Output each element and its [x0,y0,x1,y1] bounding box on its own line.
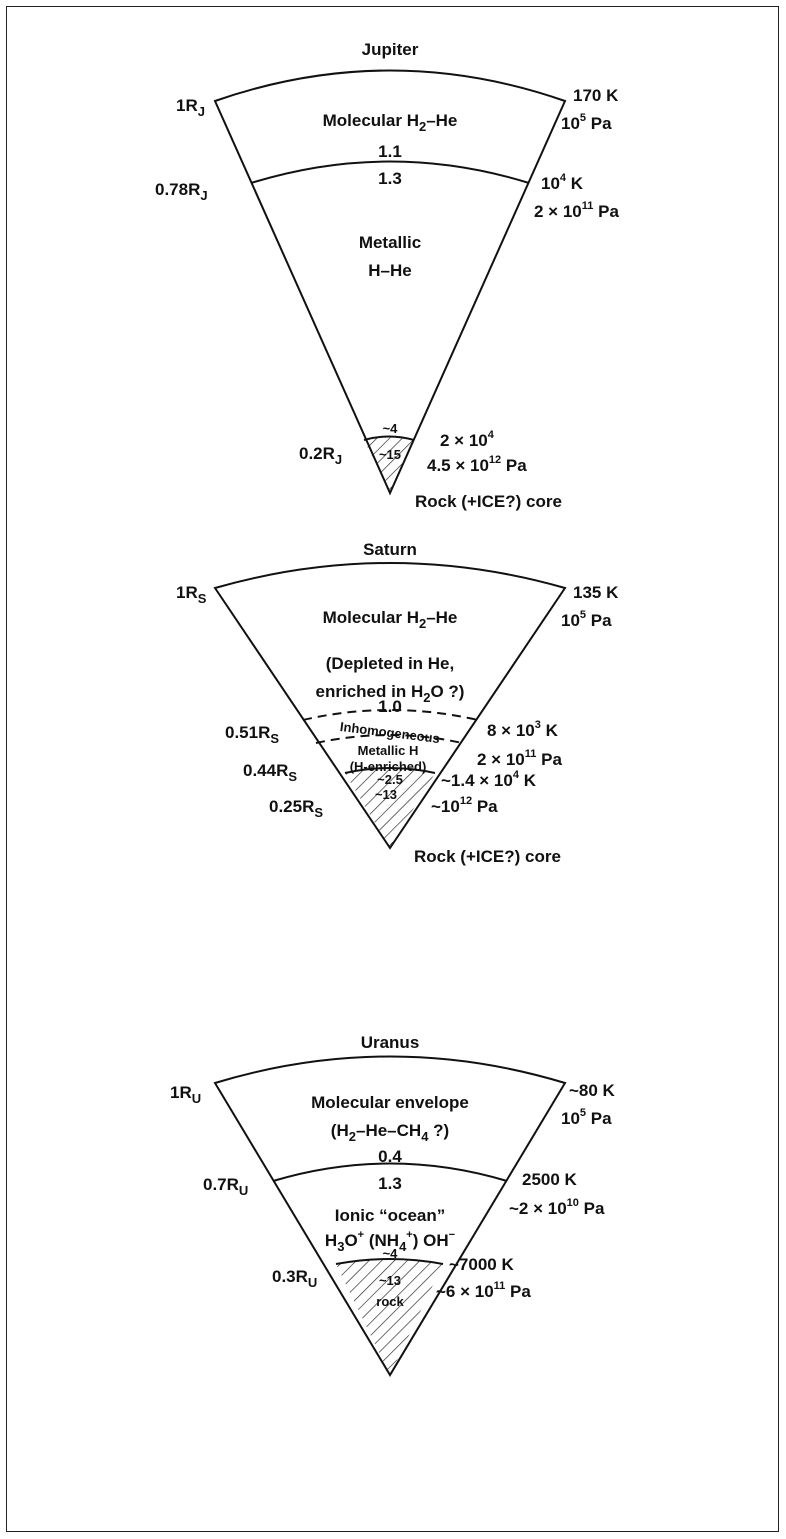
saturn-layer1-name: Molecular H2–He [323,608,458,631]
jupiter-boundary-pressure: 2 × 1011 Pa [534,200,619,221]
uranus-surface-pressure: 105 Pa [561,1107,612,1128]
saturn-density: 1.0 [378,697,402,716]
jupiter-radius-core: 0.2RJ [299,444,342,467]
jupiter-core-density-inner: ~15 [379,447,401,462]
saturn-core-label: Rock (+ICE?) core [414,847,561,866]
uranus-layer1-composition: (H2–He–CH4 ?) [331,1121,449,1144]
uranus-boundary-line [272,1162,508,1182]
jupiter-panel: Jupiter 1RJ 0.78RJ 0.2RJ 170 K 105 Pa 10… [155,40,619,511]
jupiter-layer2-name2: H–He [368,261,411,280]
jupiter-core-temp: 2 × 104 [440,429,495,450]
jupiter-layer1-name: Molecular H2–He [323,111,458,134]
jupiter-core-density-outer: ~4 [383,421,399,436]
uranus-wedge [213,1055,567,1377]
uranus-layer1-name: Molecular envelope [311,1093,469,1112]
figure-frame [6,6,779,1532]
saturn-core-density-outer: ~2.5 [377,772,403,787]
uranus-title: Uranus [361,1033,420,1052]
saturn-core-temp: ~1.4 × 104 K [441,769,537,790]
uranus-core-density-inner: ~13 [379,1273,401,1288]
saturn-title: Saturn [363,540,417,559]
uranus-core-pressure: ~6 × 1011 Pa [436,1280,531,1301]
saturn-inhomo-pressure: 2 × 1011 Pa [477,748,562,769]
jupiter-radius-boundary: 0.78RJ [155,180,208,203]
saturn-core-pressure: ~1012 Pa [431,795,498,816]
jupiter-radius-surface: 1RJ [176,96,205,119]
uranus-core-hatch [336,1259,443,1375]
saturn-metallic-line2: (H-enriched) [350,759,427,774]
saturn-layer1-note2: enriched in H2O ?) [316,682,465,705]
jupiter-core-pressure: 4.5 × 1012 Pa [427,454,527,475]
saturn-inhomo-label: Inhomogeneous [339,719,440,746]
uranus-ocean-density: 1.3 [378,1174,402,1193]
uranus-surface-temp: ~80 K [569,1081,616,1100]
saturn-metallic-line1: Metallic H [358,743,419,758]
saturn-radius-inhomo: 0.51RS [225,723,279,746]
uranus-core-boundary [335,1258,444,1265]
jupiter-core-boundary [363,435,415,441]
jupiter-layer2-density: 1.3 [378,169,402,188]
uranus-panel: Uranus 1RU 0.7RU 0.3RU ~80 K 105 Pa 2500… [170,1033,616,1377]
saturn-inhomo-temp: 8 × 103 K [487,719,559,740]
saturn-wedge [213,562,567,850]
uranus-boundary-temp: 2500 K [522,1170,578,1189]
saturn-radius-core: 0.25RS [269,797,323,820]
saturn-inhomo-bottom-line [315,734,463,744]
uranus-radius-core: 0.3RU [272,1267,317,1290]
saturn-radius-metallic: 0.44RS [243,761,297,784]
uranus-ocean-composition: H3O+ (NH4+) OH− [325,1229,455,1254]
jupiter-surface-temp: 170 K [573,86,619,105]
uranus-core-density-outer: ~4 [383,1246,399,1261]
saturn-radius-surface: 1RS [176,583,207,606]
uranus-ocean-name: Ionic “ocean” [335,1206,446,1225]
uranus-core-temp: ~7000 K [449,1255,514,1274]
jupiter-layer2-name1: Metallic [359,233,421,252]
saturn-surface-pressure: 105 Pa [561,609,612,630]
saturn-core-boundary [344,767,436,774]
saturn-inhomo-top-line [302,709,479,721]
saturn-panel: Saturn 1RS 0.51RS 0.44RS 0.25RS 135 K 10… [176,540,619,866]
saturn-layer1-note1: (Depleted in He, [326,654,454,673]
saturn-surface-temp: 135 K [573,583,619,602]
uranus-boundary-pressure: ~2 × 1010 Pa [509,1197,605,1218]
jupiter-layer1-density: 1.1 [378,142,402,161]
uranus-radius-boundary: 0.7RU [203,1175,248,1198]
jupiter-wedge [213,69,567,496]
jupiter-boundary-line [250,160,530,184]
jupiter-surface-pressure: 105 Pa [561,112,612,133]
uranus-radius-surface: 1RU [170,1083,201,1106]
jupiter-title: Jupiter [362,40,419,59]
jupiter-core-label: Rock (+ICE?) core [415,492,562,511]
uranus-layer1-density: 0.4 [378,1147,402,1166]
jupiter-boundary-temp: 104 K [541,172,584,193]
uranus-core-label: rock [376,1294,404,1309]
saturn-core-density-inner: ~13 [375,787,397,802]
